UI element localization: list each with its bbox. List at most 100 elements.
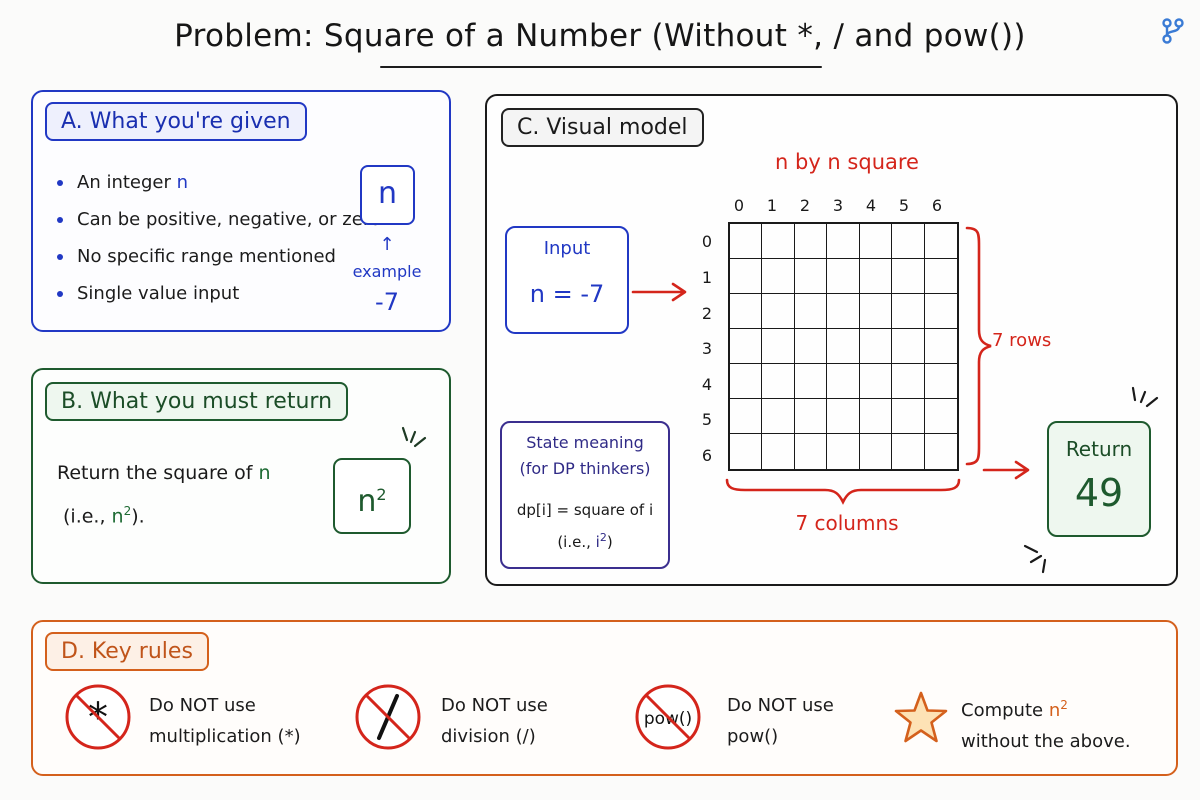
rule-line: division (/) <box>441 726 536 747</box>
columns-label: 7 columns <box>795 511 899 535</box>
grid-cell <box>762 399 795 434</box>
given-list: An integer n Can be positive, negative, … <box>57 164 381 312</box>
input-box: Input n = -7 <box>505 226 629 334</box>
list-item: Single value input <box>57 275 381 312</box>
grid-cell <box>924 259 957 294</box>
rule-line: Do NOT use <box>149 695 256 716</box>
list-item: No specific range mentioned <box>57 238 381 275</box>
state-meaning-subtitle: (for DP thinkers) <box>519 459 651 478</box>
col-index: 2 <box>799 196 811 215</box>
n-symbol-box: n <box>360 165 415 225</box>
grid-cell <box>827 294 860 329</box>
branch-icon[interactable] <box>1158 16 1188 46</box>
grid-cell <box>892 294 925 329</box>
grid-cell <box>859 259 893 294</box>
n-by-n-grid <box>728 222 959 471</box>
state-meaning-box: State meaning (for DP thinkers) dp[i] = … <box>500 421 670 569</box>
grid-cell <box>762 294 795 329</box>
example-value: -7 <box>375 288 399 316</box>
rule-line: Compute n2 <box>961 698 1068 721</box>
title-underline <box>380 66 822 68</box>
list-item: Can be positive, negative, or zero <box>57 201 381 238</box>
grid-cell <box>827 364 860 399</box>
no-division-icon <box>355 684 421 750</box>
grid-cell <box>794 294 828 329</box>
return-value: 49 <box>1074 471 1124 515</box>
grid-title: n by n square <box>775 150 919 174</box>
grid-cell <box>730 294 763 329</box>
rule-no-division: Do NOT use division (/) <box>353 682 613 758</box>
list-item: An integer n <box>57 164 381 201</box>
rule-line: Do NOT use <box>727 695 834 716</box>
grid-cell <box>827 259 860 294</box>
input-label: Input <box>543 238 591 259</box>
panel-given-heading: A. What you're given <box>45 102 307 141</box>
grid-cell <box>892 399 925 434</box>
no-pow-icon: pow() <box>635 684 701 750</box>
return-formula: (i.e., n2). <box>63 504 145 528</box>
rows-label: 7 rows <box>992 330 1052 351</box>
no-multiplication-icon: * <box>65 684 131 750</box>
row-index: 0 <box>701 232 713 251</box>
row-index: 3 <box>701 339 713 358</box>
rule-line: pow() <box>727 726 779 747</box>
bottom-brace-icon <box>725 478 961 505</box>
emphasis-lines-icon <box>1023 544 1047 574</box>
grid-cell <box>892 329 925 364</box>
grid-cell <box>795 434 828 469</box>
panel-return-heading: B. What you must return <box>45 382 349 421</box>
col-index: 1 <box>766 196 778 215</box>
col-index: 0 <box>733 196 745 215</box>
grid-cell <box>860 434 893 469</box>
col-index: 6 <box>931 196 943 215</box>
grid-cell <box>924 364 957 399</box>
rule-line: without the above. <box>961 731 1131 752</box>
panel-visual-model: C. Visual model n by n square 0 1 2 3 4 … <box>485 94 1178 586</box>
grid-cell <box>794 399 828 434</box>
grid-cell <box>892 434 925 469</box>
grid-cell <box>925 434 957 469</box>
arrow-up-icon: ↑ <box>379 234 395 255</box>
input-value: n = -7 <box>529 280 605 308</box>
grid-cell <box>827 329 860 364</box>
grid-cell <box>859 364 893 399</box>
grid-cell <box>794 259 828 294</box>
grid-cell <box>892 259 925 294</box>
grid-cell <box>924 329 957 364</box>
grid-cell <box>859 294 893 329</box>
star-icon <box>894 691 948 743</box>
return-label: Return <box>1065 437 1133 461</box>
n-squared-box: n2 <box>333 458 411 534</box>
rule-no-pow: pow() Do NOT use pow() <box>633 682 883 758</box>
rule-line: Do NOT use <box>441 695 548 716</box>
row-index: 4 <box>701 375 713 394</box>
return-description: Return the square of n <box>57 462 271 484</box>
panel-visual-heading: C. Visual model <box>501 108 704 147</box>
grid-cell <box>924 294 957 329</box>
arrow-right-icon <box>631 282 687 302</box>
row-index: 2 <box>701 304 713 323</box>
panel-return: B. What you must return Return the squar… <box>31 368 451 584</box>
panel-rules-heading: D. Key rules <box>45 632 209 671</box>
grid-cell <box>730 259 763 294</box>
grid-cell <box>859 224 893 259</box>
rule-no-multiplication: * Do NOT use multiplication (*) <box>63 682 333 758</box>
grid-cell <box>827 224 860 259</box>
grid-cell <box>730 329 763 364</box>
grid-cell <box>762 224 795 259</box>
row-index: 5 <box>701 410 713 429</box>
arrow-right-icon <box>982 460 1030 480</box>
grid-cell <box>794 224 828 259</box>
grid-cell <box>730 434 763 469</box>
col-index: 3 <box>832 196 844 215</box>
grid-cell <box>794 329 828 364</box>
example-label: example <box>352 262 422 281</box>
state-dp-definition: dp[i] = square of i <box>516 501 654 519</box>
page-title: Problem: Square of a Number (Without *, … <box>174 18 1026 54</box>
grid-cell <box>892 224 925 259</box>
grid-cell <box>859 399 893 434</box>
grid-cell <box>924 224 957 259</box>
row-index: 6 <box>701 446 713 465</box>
grid-cell <box>827 434 860 469</box>
grid-cell <box>730 399 763 434</box>
